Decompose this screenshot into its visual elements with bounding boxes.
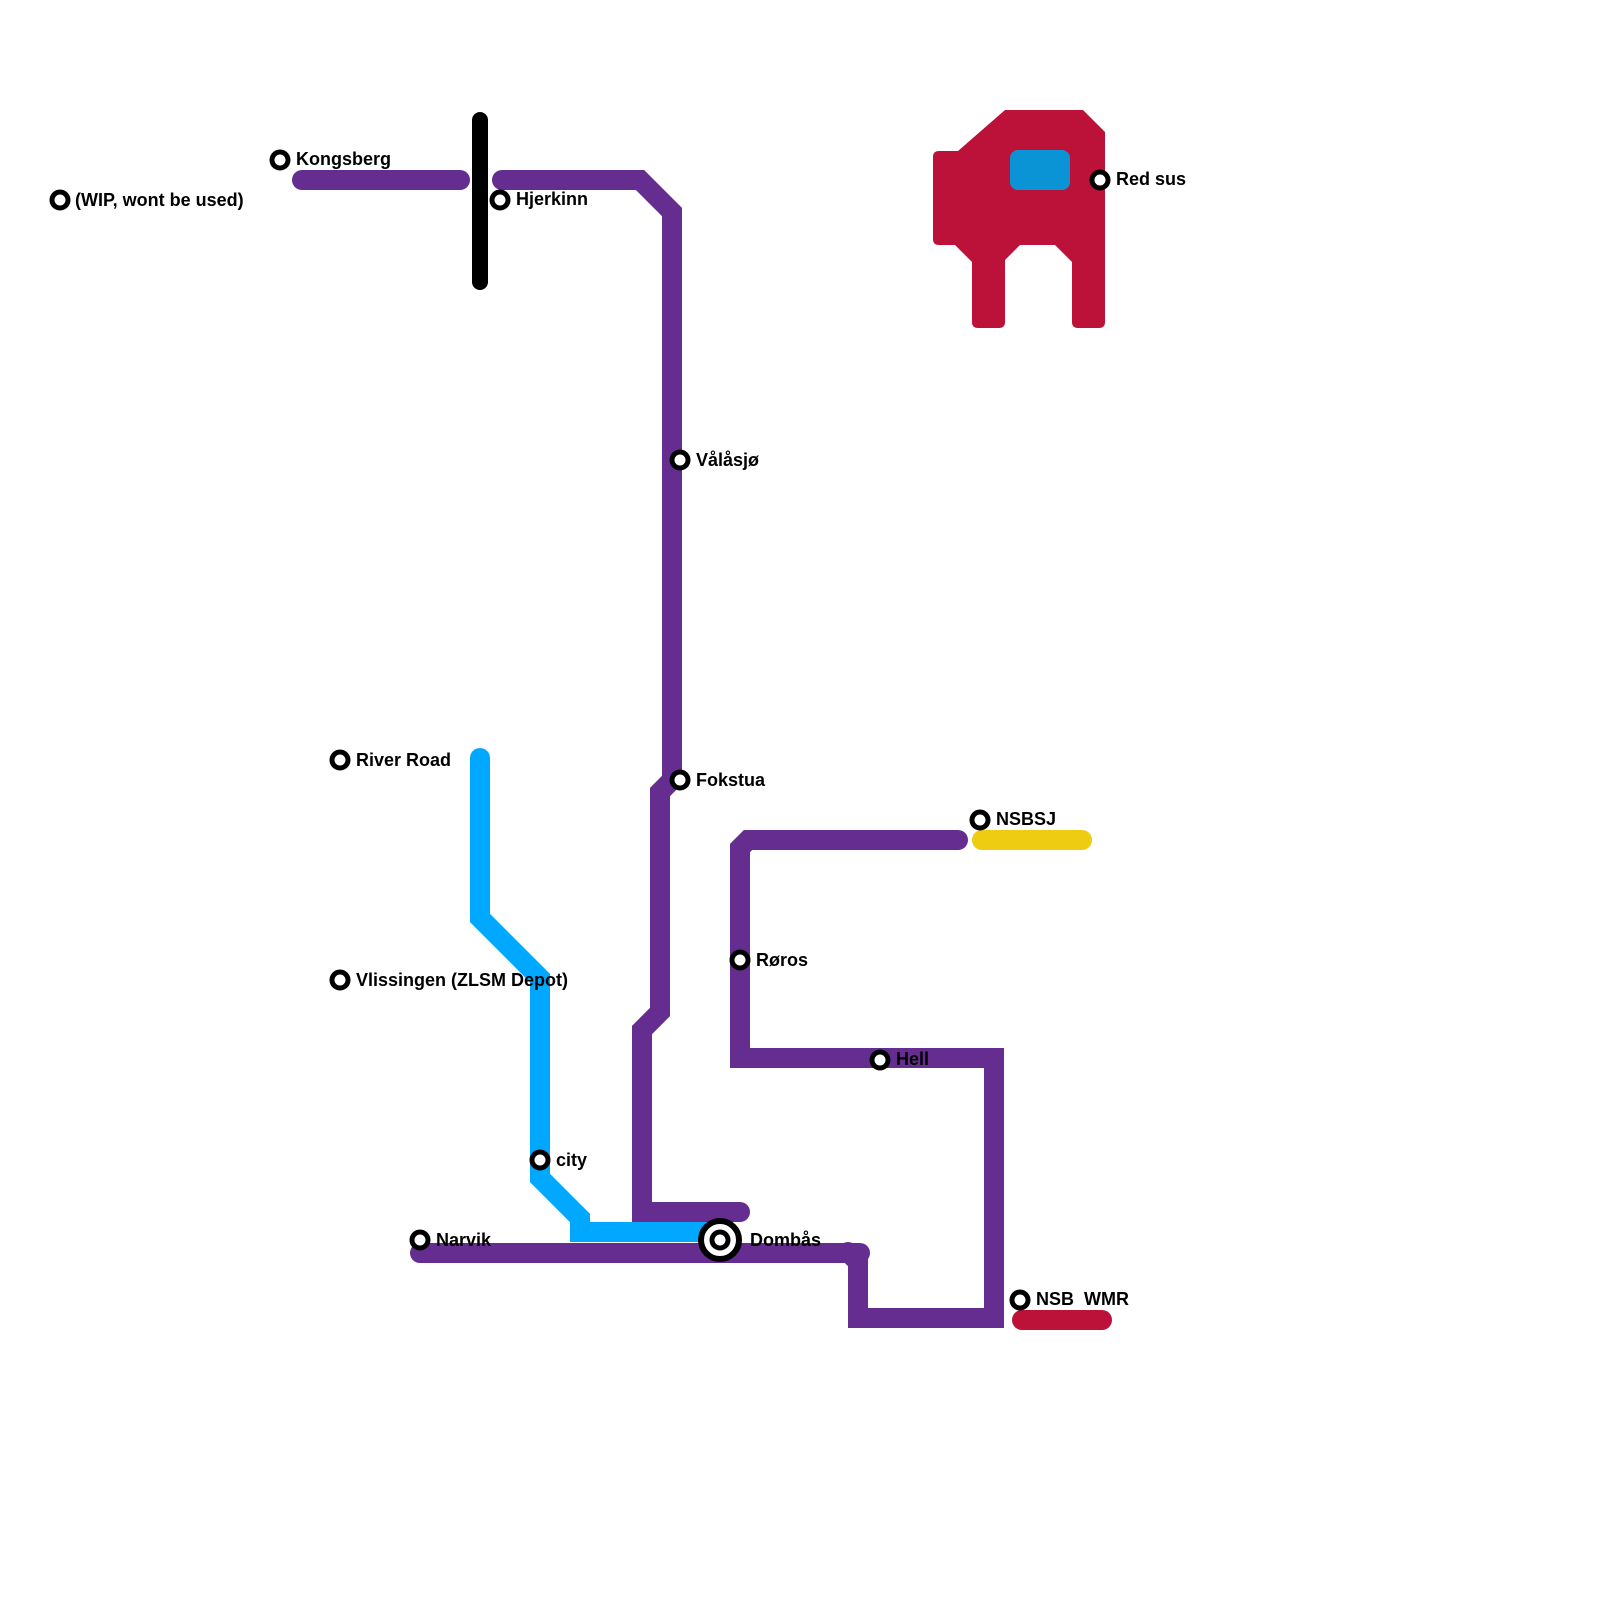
station-label: Hell: [896, 1049, 929, 1069]
station-label: city: [556, 1150, 587, 1170]
station-marker[interactable]: [1009, 1289, 1031, 1311]
station-marker[interactable]: [729, 949, 751, 971]
station-label: River Road: [356, 750, 451, 770]
station-marker[interactable]: [669, 769, 691, 791]
station-marker[interactable]: [969, 809, 991, 831]
red-sus-visor: [1010, 150, 1070, 190]
station-dombas[interactable]: Dombås: [698, 1218, 821, 1262]
station-red-sus[interactable]: Red sus: [1089, 169, 1186, 191]
purple-line-main[interactable]: [492, 170, 750, 1222]
red-sus-figure: [933, 110, 1105, 328]
station-wip[interactable]: (WIP, wont be used): [49, 189, 244, 211]
station-label: (WIP, wont be used): [75, 190, 244, 210]
station-valasjo[interactable]: Vålåsjø: [669, 449, 759, 471]
station-narvik[interactable]: Narvik: [409, 1229, 492, 1251]
station-fokstua[interactable]: Fokstua: [669, 769, 766, 791]
station-kongsberg[interactable]: Kongsberg: [269, 149, 391, 171]
station-hell[interactable]: Hell: [869, 1049, 929, 1071]
station-city[interactable]: city: [529, 1149, 587, 1171]
station-nsbsj[interactable]: NSBSJ: [969, 809, 1056, 831]
station-marker[interactable]: [49, 189, 71, 211]
red-sus-body: [933, 110, 1105, 328]
station-label: Fokstua: [696, 770, 766, 790]
station-marker[interactable]: [489, 189, 511, 211]
station-roros[interactable]: Røros: [729, 949, 808, 971]
station-hjerkinn[interactable]: Hjerkinn: [489, 189, 588, 211]
station-label: Vålåsjø: [696, 450, 759, 470]
station-marker[interactable]: [529, 1149, 551, 1171]
station-marker[interactable]: [1089, 169, 1111, 191]
station-label: Vlissingen (ZLSM Depot): [356, 970, 568, 990]
light-blue-line[interactable]: [470, 748, 730, 1242]
station-marker[interactable]: [329, 749, 351, 771]
station-nsb-wmr[interactable]: NSB WMR: [1009, 1289, 1129, 1311]
station-label: Narvik: [436, 1230, 492, 1250]
station-marker[interactable]: [329, 969, 351, 991]
station-label: NSBSJ: [996, 809, 1056, 829]
purple-line-east[interactable]: [730, 830, 1004, 1328]
station-label: Dombås: [750, 1230, 821, 1250]
station-marker[interactable]: [669, 449, 691, 471]
station-label: NSB WMR: [1036, 1289, 1129, 1309]
station-river-road[interactable]: River Road: [329, 749, 451, 771]
station-label: Hjerkinn: [516, 189, 588, 209]
station-label: Red sus: [1116, 169, 1186, 189]
station-marker[interactable]: [869, 1049, 891, 1071]
station-label: Røros: [756, 950, 808, 970]
station-label: Kongsberg: [296, 149, 391, 169]
station-marker[interactable]: [269, 149, 291, 171]
station-vlissingen[interactable]: Vlissingen (ZLSM Depot): [329, 969, 568, 991]
station-marker[interactable]: [409, 1229, 431, 1251]
interchange-inner-ring[interactable]: [709, 1229, 731, 1251]
